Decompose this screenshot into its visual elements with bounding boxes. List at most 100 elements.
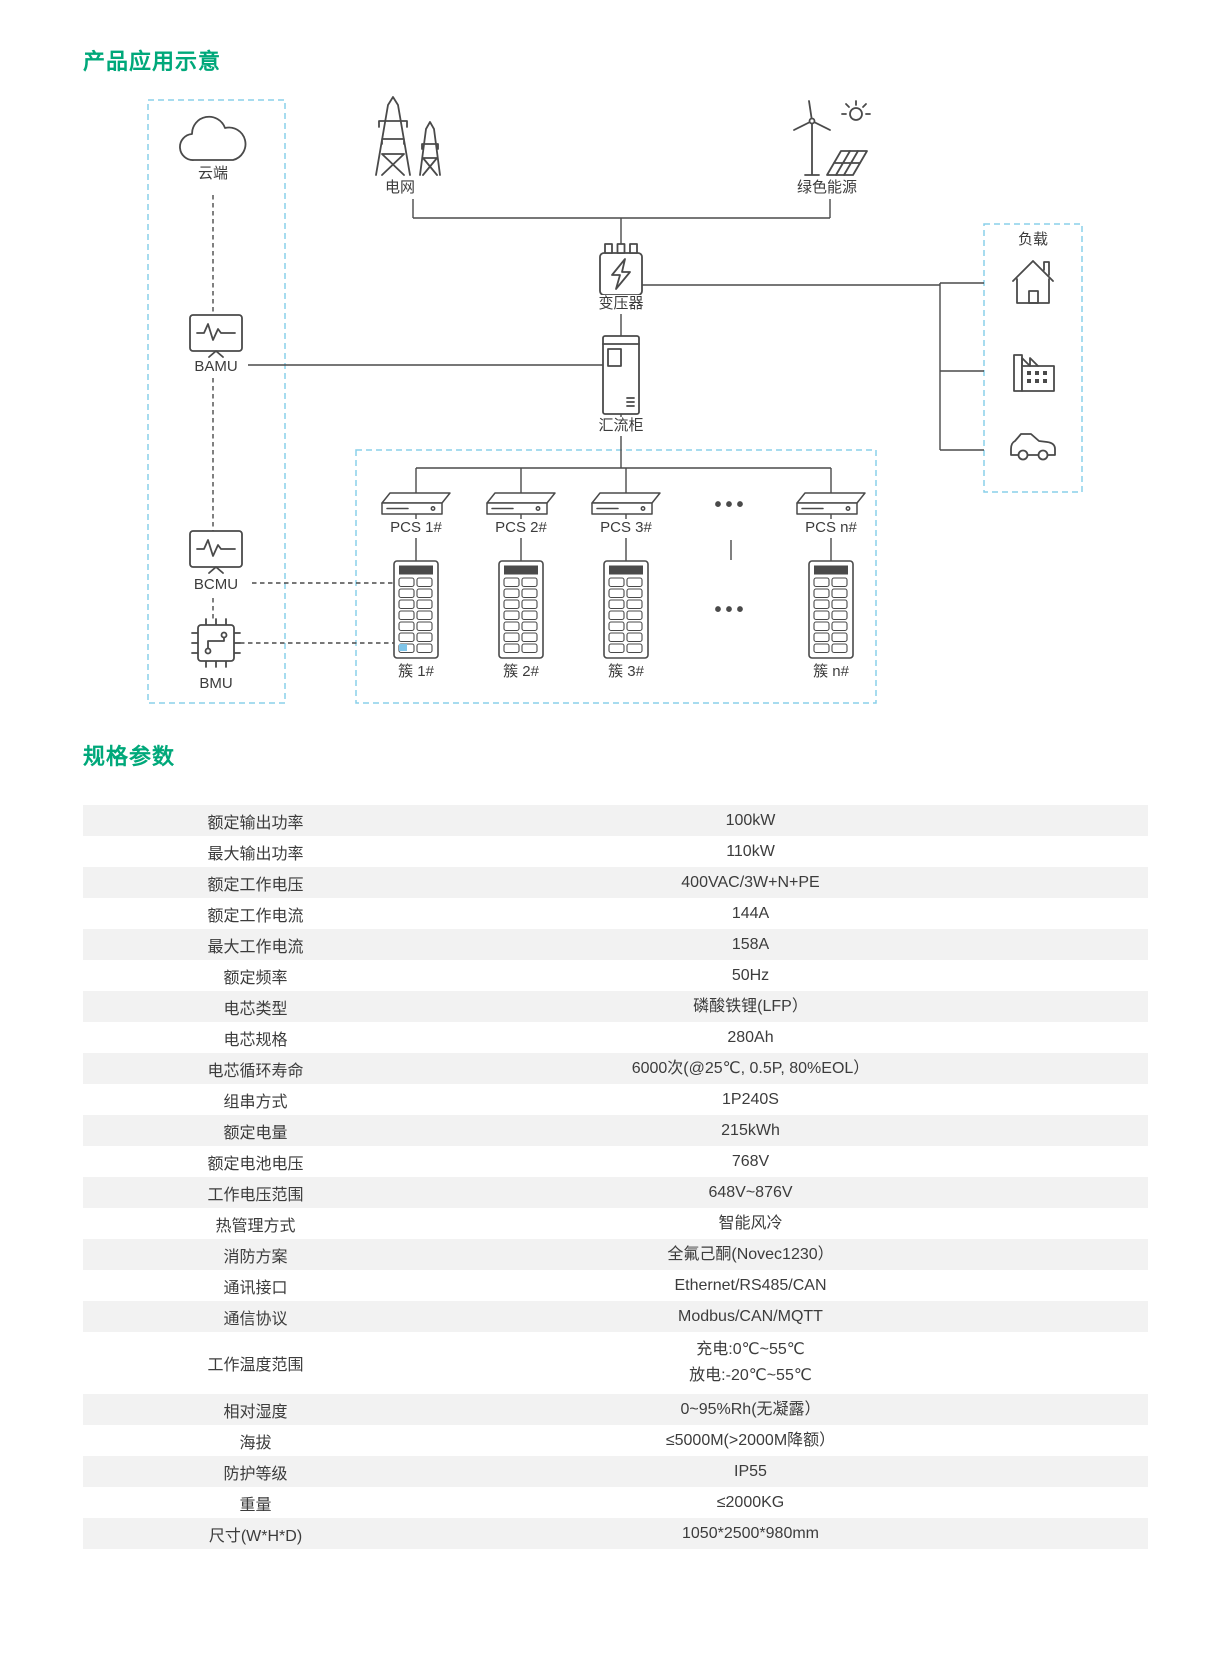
pcs-ellipsis: ••• [714, 494, 748, 516]
spec-value: 6000次(@25℃, 0.5P, 80%EOL） [631, 1059, 870, 1077]
spec-value: IP55 [734, 1462, 767, 1480]
combiner-label: 汇流柜 [595, 417, 647, 436]
table-row: 额定电量 215kWh [83, 1115, 1148, 1146]
dashed-connector-lines [212, 195, 394, 644]
spec-value: 400VAC/3W+N+PE [681, 873, 820, 891]
spec-value: 1P240S [722, 1090, 779, 1108]
car-icon [1010, 433, 1056, 461]
pcs-label: PCS n# [802, 519, 860, 538]
spec-value: 1050*2500*980mm [682, 1524, 819, 1542]
spec-label: 最大工作电流 [207, 938, 304, 956]
spec-label: 组串方式 [223, 1093, 288, 1111]
green-energy-label: 绿色能源 [793, 179, 861, 198]
spec-value: 全氟己酮(Novec1230） [667, 1245, 834, 1263]
table-row: 最大工作电流 158A [83, 929, 1148, 960]
spec-label: 额定电量 [223, 1124, 288, 1142]
table-row: 通讯接口 Ethernet/RS485/CAN [83, 1270, 1148, 1301]
cloud-icon [179, 115, 247, 161]
battery-cluster-icon [499, 561, 543, 658]
spec-label: 防护等级 [223, 1465, 288, 1483]
spec-label: 最大输出功率 [207, 845, 304, 863]
pcs-label: PCS 3# [597, 519, 655, 538]
table-row: 额定工作电流 144A [83, 898, 1148, 929]
spec-label: 工作温度范围 [207, 1357, 304, 1374]
table-row: 海拔 ≤5000M(>2000M降额） [83, 1425, 1148, 1456]
spec-label: 电芯类型 [223, 1000, 288, 1018]
combiner-cabinet-icon [602, 335, 640, 415]
section-title-specs: 规格参数 [83, 744, 176, 769]
spec-value: ≤5000M(>2000M降额） [665, 1431, 836, 1449]
pcs-icon [796, 492, 866, 515]
table-row: 尺寸(W*H*D)1050*2500*980mm [83, 1518, 1148, 1549]
pcs-label: PCS 2# [492, 519, 550, 538]
pcs-cluster-zone-box [355, 449, 877, 704]
spec-value: 110kW [726, 842, 775, 860]
table-row: 额定工作电压 400VAC/3W+N+PE [83, 867, 1148, 898]
spec-value: 智能风冷 [718, 1214, 783, 1232]
table-row: 最大输出功率 110kW [83, 836, 1148, 867]
bcmu-monitor-icon [189, 530, 243, 574]
spec-value: 648V~876V [708, 1183, 793, 1201]
spec-label: 重量 [239, 1496, 272, 1514]
cluster-label: 簇 3# [605, 663, 647, 682]
spec-label: 额定工作电压 [207, 876, 304, 894]
diagram-canvas [147, 96, 1083, 704]
spec-value: 144A [731, 904, 770, 922]
table-row: 电芯循环寿命 6000次(@25℃, 0.5P, 80%EOL） [83, 1053, 1148, 1084]
spec-value: 215kWh [721, 1121, 780, 1139]
table-row: 工作温度范围 充电:0℃~55℃ 放电:-20℃~55℃ [83, 1332, 1148, 1394]
battery-cluster-icon [809, 561, 853, 658]
spec-value: 充电:0℃~55℃ 放电:-20℃~55℃ [689, 1341, 812, 1384]
cluster-label: 簇 1# [395, 663, 437, 682]
pcs-label: PCS 1# [387, 519, 445, 538]
table-row: 电芯规格 280Ah [83, 1022, 1148, 1053]
bcmu-label: BCMU [190, 576, 242, 595]
bmu-label: BMU [196, 675, 236, 694]
spec-value: Ethernet/RS485/CAN [674, 1276, 827, 1294]
spec-value: 768V [731, 1152, 770, 1170]
pcs-icon [486, 492, 556, 515]
spec-value: 280Ah [727, 1028, 774, 1046]
spec-value: 0~95%Rh(无凝露） [680, 1400, 821, 1418]
transformer-label: 变压器 [595, 295, 647, 314]
spec-value: 100kW [725, 811, 776, 829]
green-energy-icon [793, 100, 871, 176]
table-row: 重量≤2000KG [83, 1487, 1148, 1518]
bamu-monitor-icon [189, 314, 243, 358]
pcs-icon [591, 492, 661, 515]
spec-value: 50Hz [731, 966, 770, 984]
table-row: 相对湿度 0~95%Rh(无凝露） [83, 1394, 1148, 1425]
spec-label: 通讯接口 [223, 1279, 288, 1297]
spec-label: 消防方案 [223, 1248, 288, 1266]
transformer-icon [599, 243, 643, 296]
grid-label: 电网 [381, 179, 419, 198]
table-row: 组串方式 1P240S [83, 1084, 1148, 1115]
spec-value: Modbus/CAN/MQTT [678, 1307, 823, 1325]
application-diagram: 云端 电网 绿色能源 变压器 汇流柜 BAMU BCMU BMU 负载 PCS … [0, 88, 1230, 713]
spec-label: 电芯规格 [223, 1031, 288, 1049]
house-icon [1012, 260, 1054, 304]
section-title-application: 产品应用示意 [83, 49, 222, 74]
load-zone-box [983, 223, 1083, 493]
load-label: 负载 [1014, 231, 1052, 250]
spec-value: 磷酸铁锂(LFP） [693, 997, 808, 1015]
table-row: 防护等级 IP55 [83, 1456, 1148, 1487]
factory-icon [1013, 354, 1055, 392]
spec-value: 158A [731, 935, 770, 953]
spec-label: 海拔 [239, 1434, 272, 1452]
spec-label: 相对湿度 [223, 1403, 288, 1421]
grid-towers-icon [375, 96, 441, 176]
spec-label: 额定工作电流 [207, 907, 304, 925]
bamu-label: BAMU [191, 358, 241, 377]
pcs-icon [381, 492, 451, 515]
cluster-label: 簇 n# [810, 663, 852, 682]
cluster-status-indicator [399, 644, 407, 651]
spec-label: 电芯循环寿命 [207, 1062, 304, 1080]
management-zone-box [147, 99, 286, 704]
